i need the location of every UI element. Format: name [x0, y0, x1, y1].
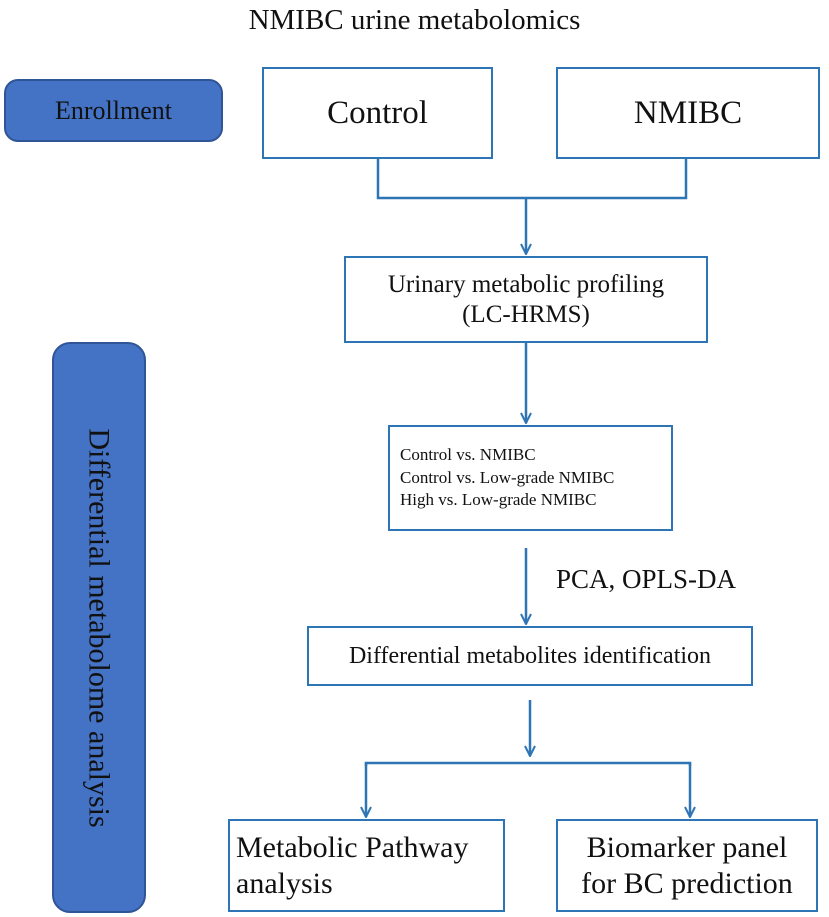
profiling-box-line-1: Urinary metabolic profiling — [387, 270, 665, 298]
pathway-box-line-2: analysis — [236, 866, 333, 900]
comparison-item-3: High vs. Low-grade NMIBC — [400, 490, 597, 510]
identification-box-text: Differential metabolites identification — [348, 642, 712, 669]
biomarker-box: Biomarker panel for BC prediction — [556, 819, 818, 912]
control-box-text: Control — [327, 94, 428, 131]
pathway-box-line-1: Metabolic Pathway — [236, 830, 469, 864]
split-connector — [364, 761, 692, 766]
control-box: Control — [262, 67, 493, 159]
profiling-box-line-2: (LC-HRMS) — [462, 300, 590, 328]
pathway-box: Metabolic Pathway analysis — [228, 819, 505, 912]
diagram-title: NMIBC urine metabolomics — [0, 4, 829, 37]
merge-connector — [376, 159, 688, 200]
comparison-item-1: Control vs. NMIBC — [400, 444, 536, 464]
methods-edge-label-text: PCA, OPLS-DA — [556, 564, 737, 594]
biomarker-box-line-2: for BC prediction — [581, 866, 793, 900]
analysis-label: Differential metabolome analysis — [52, 342, 146, 913]
enrollment-label: Enrollment — [4, 79, 223, 142]
methods-edge-label: PCA, OPLS-DA — [556, 564, 736, 595]
profiling-box: Urinary metabolic profiling (LC-HRMS) — [344, 256, 708, 343]
identification-box: Differential metabolites identification — [307, 626, 753, 686]
enrollment-label-text: Enrollment — [55, 95, 172, 125]
biomarker-box-line-1: Biomarker panel — [586, 830, 788, 864]
comparisons-box: Control vs. NMIBC Control vs. Low-grade … — [388, 425, 673, 531]
nmibc-box-text: NMIBC — [633, 94, 743, 131]
diagram-title-text: NMIBC urine metabolomics — [248, 4, 581, 36]
comparison-item-2: Control vs. Low-grade NMIBC — [400, 467, 615, 487]
nmibc-box: NMIBC — [556, 67, 820, 159]
